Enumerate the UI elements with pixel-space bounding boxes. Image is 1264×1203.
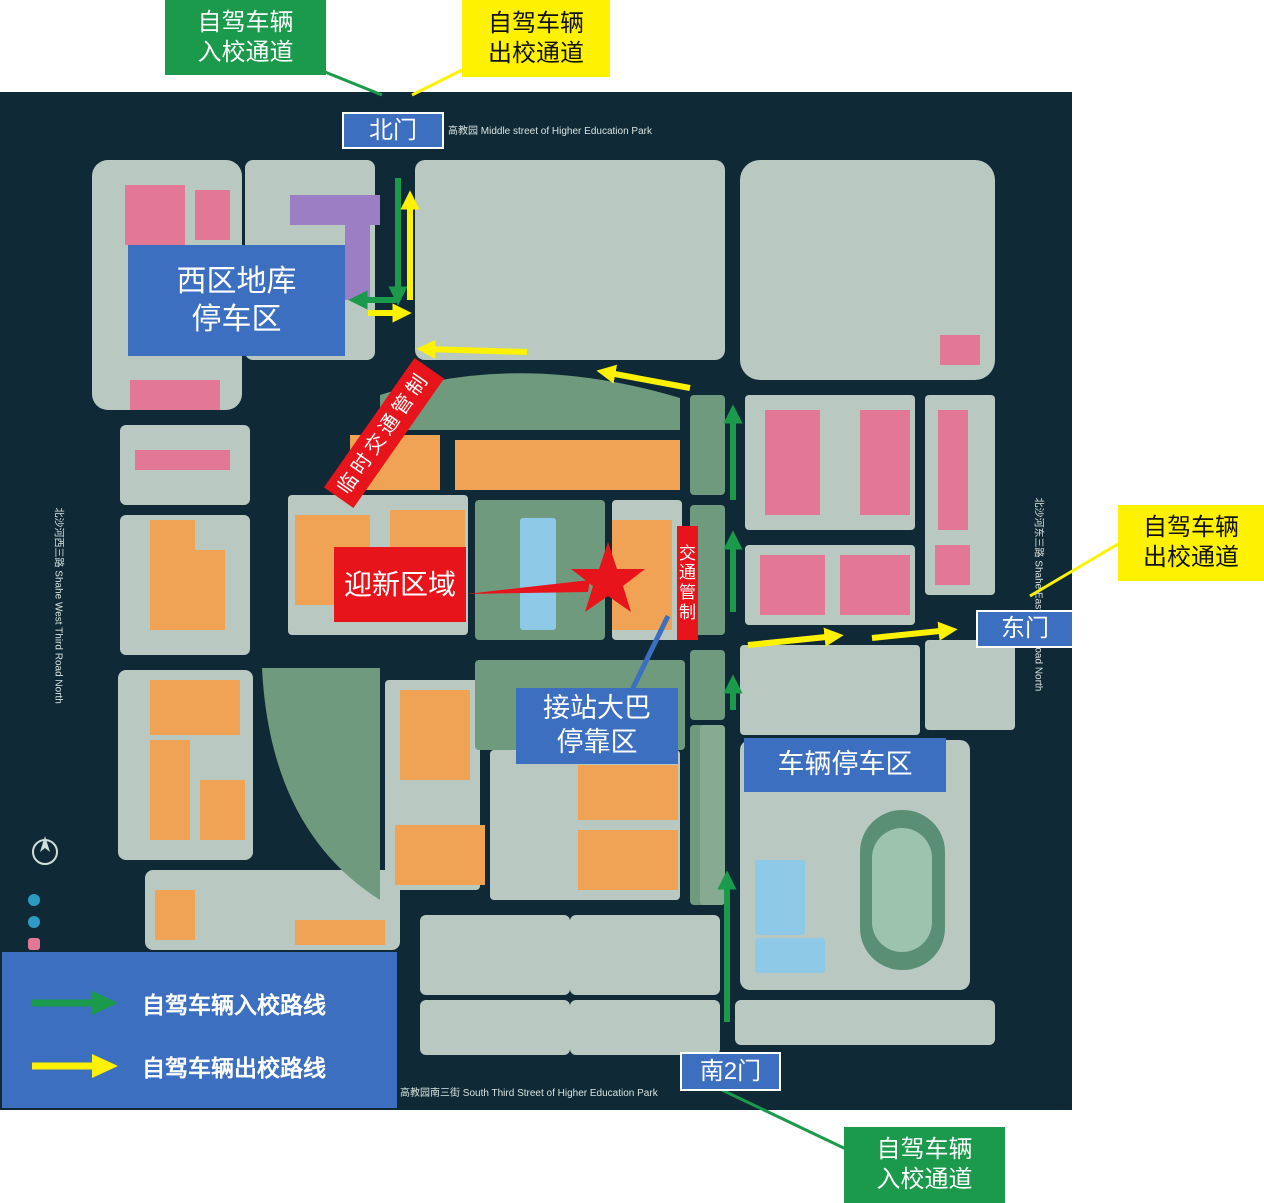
orange-buildings bbox=[150, 435, 680, 945]
street-west: 北沙河西三路 Shahe West Third Road North bbox=[52, 507, 64, 704]
callout-south-enter: 自驾车辆 入校通道 bbox=[844, 1127, 1005, 1203]
purple-buildings bbox=[290, 195, 380, 300]
area-welcome: 迎新区域 bbox=[334, 547, 466, 622]
exit-arrow-ring bbox=[416, 339, 528, 359]
legend-row-enter: 自驾车辆入校路线 bbox=[30, 986, 326, 1020]
welcome-pointer bbox=[466, 580, 590, 594]
legend-row-exit: 自驾车辆出校路线 bbox=[30, 1049, 326, 1083]
exit-arrow-center bbox=[596, 364, 691, 391]
map-key-icons bbox=[28, 894, 40, 950]
exit-routes bbox=[368, 190, 958, 648]
exit-arrow-east-1 bbox=[747, 627, 844, 648]
welcome-star-icon bbox=[571, 542, 645, 612]
gate-south2[interactable]: 南2门 bbox=[680, 1052, 781, 1091]
green-arrow-icon bbox=[32, 991, 118, 1015]
street-south: 高教园南三街 South Third Street of Higher Educ… bbox=[400, 1088, 658, 1099]
yellow-arrow-icon bbox=[32, 1054, 118, 1078]
gate-north[interactable]: 北门 bbox=[342, 112, 444, 149]
gate-east[interactable]: 东门 bbox=[976, 610, 1074, 648]
callout-pointers bbox=[324, 68, 1119, 1152]
area-vehicle-parking: 车辆停车区 bbox=[744, 738, 946, 792]
callout-north-enter: 自驾车辆 入校通道 bbox=[165, 0, 326, 75]
compass-icon bbox=[32, 836, 58, 865]
callout-north-exit: 自驾车辆 出校通道 bbox=[462, 0, 610, 77]
legend-exit-label: 自驾车辆出校路线 bbox=[142, 1055, 326, 1081]
area-bus-stop: 接站大巴 停靠区 bbox=[516, 688, 678, 764]
legend-enter-label: 自驾车辆入校路线 bbox=[142, 992, 326, 1018]
enter-routes bbox=[348, 178, 743, 1022]
traffic-control-center: 交通管制 bbox=[677, 526, 698, 640]
callout-east-exit: 自驾车辆 出校通道 bbox=[1118, 505, 1264, 581]
water bbox=[520, 518, 825, 973]
exit-arrow-east-2 bbox=[871, 621, 958, 641]
area-west-garage: 西区地库 停车区 bbox=[128, 245, 345, 356]
stadium bbox=[860, 810, 945, 970]
street-north: 高教园 Middle street of Higher Education Pa… bbox=[448, 126, 652, 137]
route-legend: 自驾车辆入校路线 自驾车辆出校路线 bbox=[2, 952, 397, 1108]
pink-buildings bbox=[125, 185, 980, 615]
